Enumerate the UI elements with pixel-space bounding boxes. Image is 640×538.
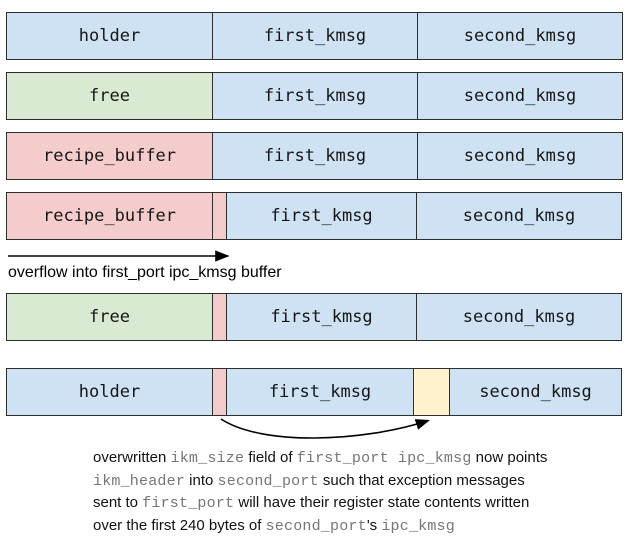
cell-label: recipe_buffer bbox=[42, 146, 177, 166]
overflow-arrow-label: overflow into first_port ipc_kmsg buffer bbox=[8, 264, 282, 281]
cell-label: first_kmsg bbox=[263, 146, 367, 166]
caption-line-3: sent to first_port will have their regis… bbox=[93, 492, 593, 515]
code-term: ikm_header bbox=[93, 472, 186, 490]
first-kmsg-cell: first_kmsg bbox=[212, 12, 418, 60]
cell-label: holder bbox=[78, 382, 141, 402]
cell-label: first_kmsg bbox=[270, 206, 373, 226]
second-kmsg-cell: second_kmsg bbox=[417, 72, 623, 120]
caption-segment: sent to bbox=[93, 494, 143, 511]
cell-label: first_kmsg bbox=[263, 86, 367, 106]
code-term: second_port bbox=[265, 517, 367, 535]
first-kmsg-cell: first_kmsg bbox=[212, 72, 418, 120]
cell-label: holder bbox=[78, 26, 141, 46]
cell-label: first_kmsg bbox=[268, 382, 372, 402]
second-kmsg-cell: second_kmsg bbox=[417, 132, 623, 180]
overflow-arrow bbox=[8, 250, 230, 262]
first-kmsg-cell: first_kmsg bbox=[226, 368, 414, 416]
caption-segment: will have their register state contents … bbox=[234, 494, 530, 511]
code-term: ipc_kmsg bbox=[381, 517, 455, 535]
overflow-sliver bbox=[212, 192, 227, 240]
first-kmsg-cell: first_kmsg bbox=[212, 132, 418, 180]
memory-row-3: recipe_buffer first_kmsg second_kmsg bbox=[6, 132, 623, 180]
memory-row-5: free first_kmsg second_kmsg bbox=[6, 293, 622, 341]
cell-label: second_kmsg bbox=[462, 307, 576, 327]
caption-segment: over the first 240 bytes of bbox=[93, 516, 266, 534]
recipe-buffer-cell: recipe_buffer bbox=[6, 192, 213, 240]
free-cell: free bbox=[6, 72, 213, 120]
code-term: first_port bbox=[142, 495, 235, 512]
cell-label: free bbox=[89, 86, 130, 106]
caption-segment: field of bbox=[244, 449, 297, 466]
caption-segment: into bbox=[185, 471, 218, 489]
first-kmsg-cell: first_kmsg bbox=[226, 192, 417, 240]
holder-cell: holder bbox=[6, 12, 213, 60]
cell-label: recipe_buffer bbox=[42, 206, 177, 226]
overflow-sliver bbox=[212, 293, 227, 341]
second-kmsg-cell: second_kmsg bbox=[416, 293, 622, 341]
holder-cell: holder bbox=[6, 368, 213, 416]
caption-line-1: overwritten ikm_size field of first_port… bbox=[93, 447, 593, 470]
second-kmsg-cell: second_kmsg bbox=[417, 12, 623, 60]
second-kmsg-cell: second_kmsg bbox=[449, 368, 622, 416]
caption-segment: overwritten bbox=[93, 449, 171, 466]
memory-row-6: holder first_kmsg second_kmsg bbox=[6, 368, 622, 416]
cell-label: second_kmsg bbox=[462, 206, 576, 226]
memory-row-2: free first_kmsg second_kmsg bbox=[6, 72, 623, 120]
cell-label: first_kmsg bbox=[263, 26, 367, 46]
cell-label: second_kmsg bbox=[463, 146, 577, 166]
overflow-sliver bbox=[212, 368, 227, 416]
cell-label: second_kmsg bbox=[463, 86, 577, 106]
overwritten-region bbox=[413, 368, 450, 416]
memory-row-4: recipe_buffer first_kmsg second_kmsg bbox=[6, 192, 622, 240]
code-term: second_port bbox=[217, 472, 319, 490]
cell-label: second_kmsg bbox=[479, 382, 592, 402]
cell-label: free bbox=[89, 307, 130, 327]
free-cell: free bbox=[6, 293, 213, 341]
caption-segment: 's bbox=[366, 516, 382, 534]
caption-segment: now points bbox=[471, 449, 548, 466]
second-kmsg-cell: second_kmsg bbox=[416, 192, 622, 240]
cell-label: first_kmsg bbox=[270, 307, 373, 327]
code-term: ikm_size bbox=[170, 450, 245, 467]
recipe-buffer-cell: recipe_buffer bbox=[6, 132, 213, 180]
first-kmsg-cell: first_kmsg bbox=[226, 293, 417, 341]
cell-label: second_kmsg bbox=[463, 26, 577, 46]
caption-line-4: over the first 240 bytes of second_port'… bbox=[93, 515, 593, 538]
caption-segment: such that exception messages bbox=[318, 471, 525, 489]
code-term: first_port ipc_kmsg bbox=[296, 450, 472, 467]
caption-line-2: ikm_header into second_port such that ex… bbox=[93, 470, 593, 493]
caption-text: overwritten ikm_size field of first_port… bbox=[93, 447, 593, 537]
memory-row-1: holder first_kmsg second_kmsg bbox=[6, 12, 623, 60]
